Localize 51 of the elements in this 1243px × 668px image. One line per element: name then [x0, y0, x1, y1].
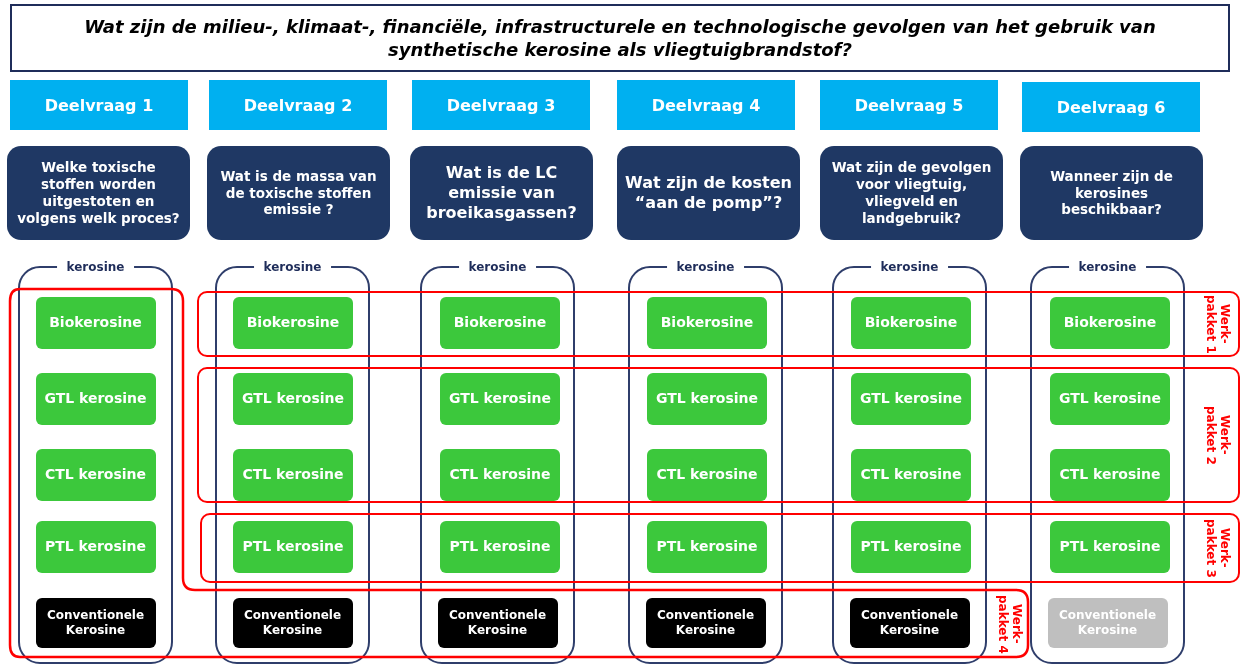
fuel-type-box: Conventionele Kerosine — [645, 598, 766, 648]
fuel-type-box: Conventionele Kerosine — [35, 598, 156, 648]
fuel-type-box: PTL kerosine — [647, 521, 767, 573]
question-box: Wat is de LC emissie van broeikasgassen? — [410, 146, 593, 240]
fuel-type-box: CTL kerosine — [440, 449, 560, 501]
subquestion-header: Deelvraag 5 — [820, 80, 998, 130]
fuel-type-box: Biokerosine — [440, 297, 560, 349]
fuel-type-box: PTL kerosine — [233, 521, 353, 573]
fuel-type-box: Conventionele Kerosine — [437, 598, 558, 648]
fuel-type-box: CTL kerosine — [851, 449, 971, 501]
fuel-type-box: CTL kerosine — [647, 449, 767, 501]
fuel-type-box: CTL kerosine — [35, 449, 156, 501]
work-package-outline — [197, 291, 1240, 357]
work-package-label: Werk- pakket 4 — [996, 593, 1024, 655]
fuel-type-box: PTL kerosine — [851, 521, 971, 573]
subquestion-header: Deelvraag 2 — [209, 80, 387, 130]
work-package-label: Werk- pakket 1 — [1204, 293, 1232, 355]
fuel-type-box: GTL kerosine — [647, 373, 767, 425]
fuel-type-box: GTL kerosine — [1050, 373, 1170, 425]
subquestion-header: Deelvraag 4 — [617, 80, 795, 130]
fuel-type-box: PTL kerosine — [440, 521, 560, 573]
work-package-outline — [197, 367, 1240, 503]
fuel-type-box: Biokerosine — [851, 297, 971, 349]
fuel-type-box: PTL kerosine — [1050, 521, 1170, 573]
question-box: Welke toxische stoffen worden uitgestoten en volgens welk proces? — [7, 146, 190, 240]
question-box: Wat zijn de gevolgen voor vliegtuig, vliegveld en landgebruik? — [820, 146, 1003, 240]
work-package-label: Werk- pakket 2 — [1204, 404, 1232, 466]
fuel-type-box: Biokerosine — [1050, 297, 1170, 349]
fuel-type-box: Biokerosine — [647, 297, 767, 349]
fuel-type-box: GTL kerosine — [233, 373, 353, 425]
fuel-type-box: GTL kerosine — [851, 373, 971, 425]
fuel-type-box: PTL kerosine — [35, 521, 156, 573]
fuel-type-box: Conventionele Kerosine — [849, 598, 970, 648]
fuel-type-box: CTL kerosine — [233, 449, 353, 501]
subquestion-header: Deelvraag 3 — [412, 80, 590, 130]
work-package-outline — [8, 287, 1032, 659]
fuel-type-box: GTL kerosine — [440, 373, 560, 425]
work-package-label: Werk- pakket 3 — [1204, 517, 1232, 579]
fuel-type-box: Biokerosine — [233, 297, 353, 349]
fuel-type-box: CTL kerosine — [1050, 449, 1170, 501]
fuel-type-box: GTL kerosine — [35, 373, 156, 425]
subquestion-header: Deelvraag 1 — [10, 80, 188, 130]
fuel-type-box: Biokerosine — [35, 297, 156, 349]
title: Wat zijn de milieu-, klimaat-, financiële, infrastructurele en technologische gevolgen van het gebruik van synthetische kerosine als vliegtuigbrandstof? — [10, 4, 1230, 72]
fuel-type-box: Conventionele Kerosine — [232, 598, 353, 648]
question-box: Wat zijn de kosten “aan de pomp”? — [617, 146, 800, 240]
question-box: Wanneer zijn de kerosines beschikbaar? — [1020, 146, 1203, 240]
subquestion-header: Deelvraag 6 — [1022, 82, 1200, 132]
fuel-type-box: Conventionele Kerosine — [1047, 598, 1168, 648]
work-package-outline — [200, 513, 1240, 583]
question-box: Wat is de massa van de toxische stoffen emissie ? — [207, 146, 390, 240]
